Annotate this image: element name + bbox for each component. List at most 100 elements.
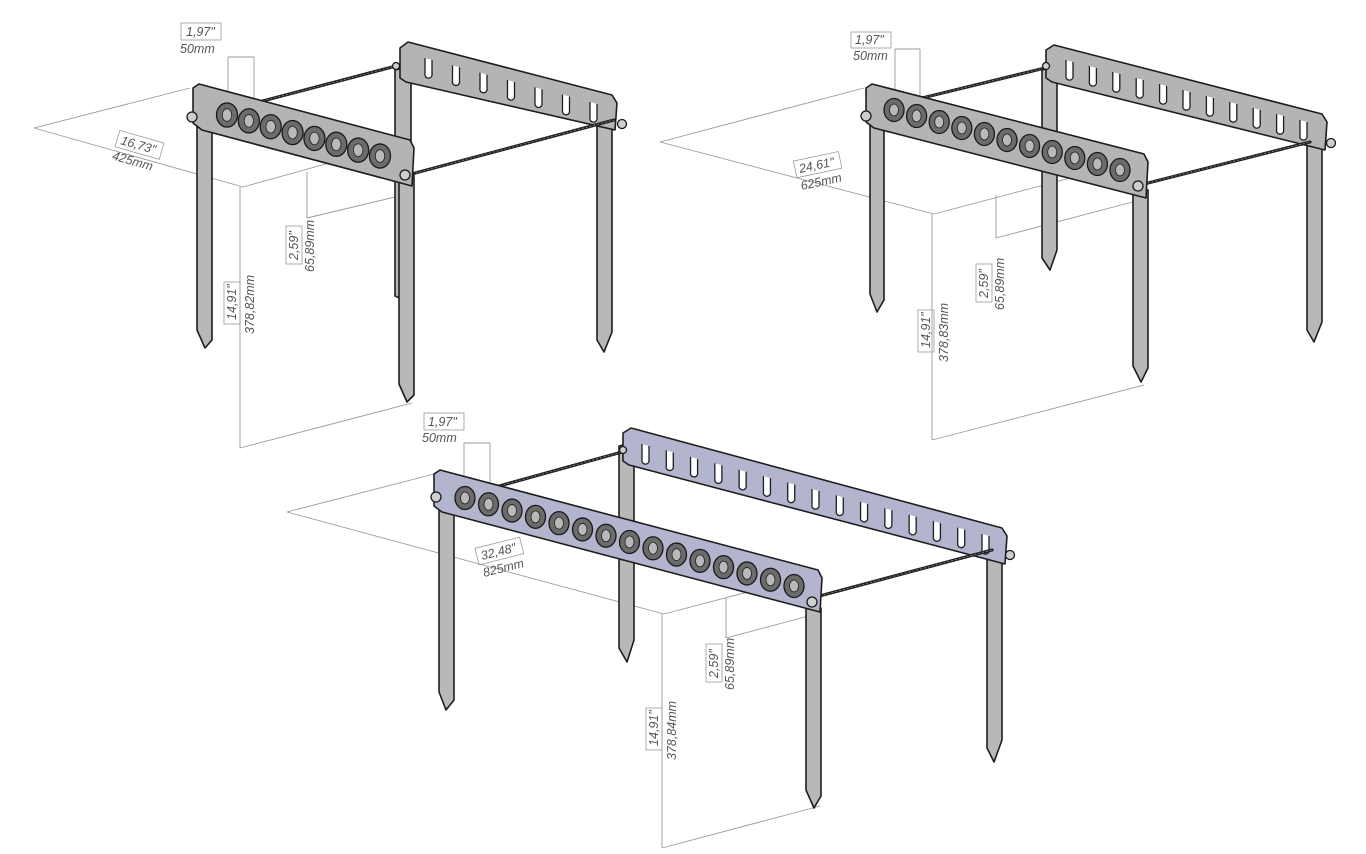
notch-slot <box>762 476 772 497</box>
dim-top-offset-inch: 1,97" <box>186 25 215 39</box>
rod-knob <box>399 169 411 181</box>
notch-slot <box>1158 84 1168 105</box>
notch-slot <box>1182 90 1191 111</box>
perforation-hole-center <box>221 108 233 122</box>
notch-slot <box>1229 102 1238 123</box>
perforation-hole-center <box>718 560 729 574</box>
rod-knob <box>186 111 198 123</box>
perforation-hole-center <box>287 125 298 140</box>
notch-slot <box>786 482 796 504</box>
notch-slot <box>506 80 516 101</box>
notch-slot <box>811 489 820 510</box>
dim-bar-height-inch: 2,59" <box>707 649 721 679</box>
notch-slot <box>884 508 893 530</box>
dim-top-offset: 1,97" 50mm <box>850 31 892 63</box>
dim-total-height-mm: 378,84mm <box>665 701 679 760</box>
perforation-hole-center <box>624 535 635 549</box>
back-right-leg <box>1306 135 1323 343</box>
perforation-hole-center <box>789 579 799 593</box>
notch-slot <box>641 444 650 465</box>
perforation-hole-center <box>265 120 276 134</box>
dim-bar-height-inch: 2,59" <box>977 269 991 299</box>
back-right-leg <box>596 112 613 353</box>
notch-slot <box>1088 66 1098 87</box>
dim-top-offset: 1,97" 50mm <box>180 22 222 56</box>
perforation-hole-center <box>507 504 517 517</box>
rod-knob <box>860 110 872 122</box>
notch-slot <box>1299 120 1308 141</box>
brazier-drawing-large: 1,97" 50mm 32,48" 825mm 2,59" 65,89mm 14… <box>286 412 1016 849</box>
front-right-leg <box>398 169 415 403</box>
notch-slot <box>561 94 571 116</box>
rod-knob <box>618 445 628 455</box>
dim-top-offset-mm: 50mm <box>180 42 215 56</box>
notch-slot <box>714 463 723 485</box>
front-left-leg <box>196 119 213 349</box>
perforation-hole-center <box>695 554 705 568</box>
slot-group <box>641 444 990 555</box>
notch-slot <box>1112 72 1121 93</box>
brazier-drawing-medium: 1,97" 50mm 24,61" 625mm 2,59" 65,89mm 14… <box>659 31 1337 441</box>
perforation-hole-center <box>243 114 254 128</box>
notch-slot <box>1205 96 1215 117</box>
perforation-hole-center <box>765 573 776 587</box>
rod-knob <box>1132 180 1144 192</box>
front-right-leg <box>805 603 822 809</box>
back-right-leg <box>986 547 1003 763</box>
notch-slot <box>738 469 747 491</box>
dim-total-height-mm: 378,83mm <box>937 303 951 362</box>
rod-knob <box>430 491 442 503</box>
perforation-hole-center <box>889 103 899 117</box>
dim-total-height-mm: 378,82mm <box>243 275 257 334</box>
notch-slot <box>1135 78 1144 99</box>
dim-bar-height-mm: 65,89mm <box>993 258 1007 310</box>
notch-slot <box>1275 114 1285 135</box>
perforation-hole-center <box>460 491 470 505</box>
dim-bar-height: 2,59" 65,89mm <box>285 220 317 272</box>
perforation-hole-center <box>671 548 682 561</box>
perforation-hole-center <box>353 143 364 157</box>
perforation-hole-center <box>648 541 658 555</box>
front-left-leg <box>438 505 455 711</box>
dim-top-offset-inch: 1,97" <box>428 415 457 429</box>
notch-slot <box>1065 60 1074 81</box>
slot-group <box>424 58 598 123</box>
notch-slot <box>859 501 869 523</box>
perforation-hole-center <box>1115 163 1125 177</box>
dim-top-offset: 1,97" 50mm <box>422 412 465 445</box>
front-right-leg <box>1132 185 1149 383</box>
dim-bar-height-mm: 65,89mm <box>303 220 317 272</box>
perforation-hole-center <box>483 497 494 511</box>
notch-slot <box>479 72 488 94</box>
notch-slot <box>589 102 598 123</box>
perforation-hole-center <box>309 131 320 146</box>
dimension-lines <box>286 442 821 849</box>
rod-knob <box>1325 137 1337 149</box>
dim-bar-length: 24,61" 625mm <box>792 151 843 193</box>
hole-group <box>454 485 805 599</box>
perforation-hole-center <box>1092 157 1103 171</box>
rod-knob <box>1041 61 1051 71</box>
hole-group <box>215 102 392 169</box>
notch-slot <box>835 495 844 517</box>
dim-total-height: 14,91" 378,83mm <box>917 303 951 362</box>
perforation-hole-center <box>374 149 386 163</box>
perforation-hole-center <box>1002 133 1012 147</box>
dim-top-offset-inch: 1,97" <box>855 33 884 47</box>
dim-bar-length: 32,48" 825mm <box>474 536 525 580</box>
perforation-hole-center <box>911 109 922 123</box>
notch-slot <box>451 65 461 87</box>
dim-total-height-inch: 14,91" <box>919 312 933 348</box>
perforation-hole-center <box>742 567 752 580</box>
rod-knob <box>391 61 401 71</box>
notch-slot <box>908 514 917 536</box>
dim-bar-height: 2,59" 65,89mm <box>975 258 1007 310</box>
dim-bar-height-inch: 2,59" <box>287 231 301 261</box>
brazier-drawing-small: 1,97" 50mm 16,73" 425mm 2,59" 65,89mm 14… <box>33 22 628 449</box>
notch-slot <box>956 527 966 549</box>
notch-slot <box>932 521 942 542</box>
notch-slot <box>665 450 674 472</box>
perforation-hole-center <box>979 127 990 141</box>
dim-bar-height: 2,59" 65,89mm <box>705 638 737 690</box>
